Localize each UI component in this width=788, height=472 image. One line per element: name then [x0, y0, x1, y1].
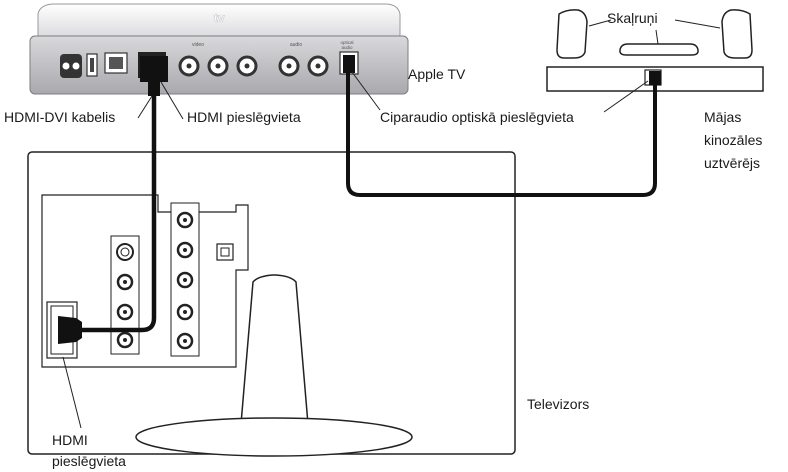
- receiver-port-leader: [603, 80, 649, 113]
- apple-tv-logo: tv: [211, 11, 224, 25]
- video-port-label: video: [192, 42, 204, 48]
- tv-optical-port: [216, 243, 234, 261]
- leader-lines: [62, 71, 649, 429]
- speakers-leader-right: [674, 19, 721, 29]
- hdmi-dvi-cable-label: HDMI-DVI kabelis: [4, 109, 116, 125]
- video-rca-ports: [178, 55, 258, 77]
- audio-rca-ports: [278, 55, 329, 77]
- audio-port-label: audio: [290, 42, 302, 48]
- optical-port-label: Ciparaudio optiskā pieslēgvieta: [380, 109, 574, 125]
- center-speaker: [619, 43, 699, 56]
- tv-stand-neck: [240, 274, 309, 425]
- speakers: [556, 9, 753, 59]
- usb-port-icon: [86, 53, 98, 77]
- right-speaker: [721, 9, 753, 59]
- speakers-leader-left: [588, 19, 612, 27]
- hdmi-dvi-cable: [58, 56, 168, 344]
- left-speaker: [556, 9, 588, 59]
- hdmi-port-top-leader: [160, 81, 184, 120]
- speakers-label: Skaļruņi: [607, 10, 658, 26]
- speakers-leader-center: [655, 29, 659, 45]
- television: [27, 151, 516, 457]
- hdmi-port-top-label: HDMI pieslēgvieta: [187, 109, 301, 125]
- tv-jacks-column-2: [170, 202, 200, 357]
- receiver-label: Mājas kinozāles uztvērējs: [704, 109, 763, 171]
- ethernet-port-icon: [104, 52, 128, 74]
- tv-stand-base: [135, 417, 413, 457]
- tv-label: Televizors: [527, 396, 590, 412]
- hdmi-port-bottom-label: HDMI pieslēgvieta: [52, 432, 126, 469]
- hdmi-port-bottom-leader: [62, 356, 82, 429]
- apple-tv-label: Apple TV: [408, 66, 466, 82]
- power-port-icon: [60, 54, 82, 78]
- tv-jacks-column-1: [110, 235, 140, 355]
- optical-port-leader: [351, 71, 381, 111]
- hdmi-dvi-cable-leader: [137, 95, 153, 119]
- optical-audio-cable: [343, 55, 661, 197]
